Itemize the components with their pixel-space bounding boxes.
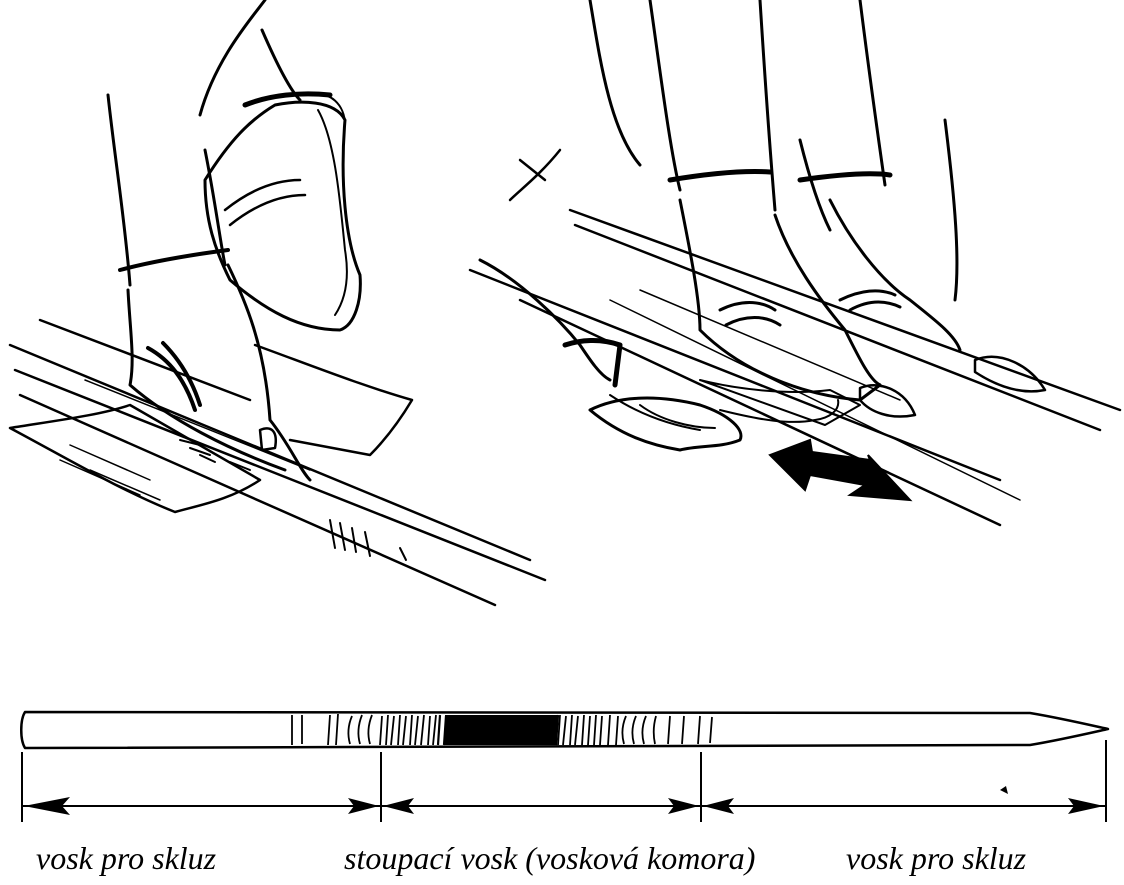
left-ski (10, 320, 545, 605)
left-glide-wax-label: vosk pro skluz (36, 838, 216, 878)
left-boot-binding (180, 440, 406, 560)
dimension-arrows (24, 786, 1104, 815)
right-glide-wax-label: vosk pro skluz (846, 838, 1026, 878)
right-hand-with-cork (480, 260, 860, 450)
kick-wax-dense (445, 715, 557, 745)
left-sketch (10, 0, 545, 605)
left-leg-raised (200, 0, 360, 330)
left-leg-back (108, 95, 310, 480)
right-sketch (470, 0, 1120, 525)
dimension-lines (22, 740, 1106, 822)
kick-wax-label: stoupací vosk (vosková komora) (344, 838, 755, 878)
ski-profile (21, 712, 1108, 748)
